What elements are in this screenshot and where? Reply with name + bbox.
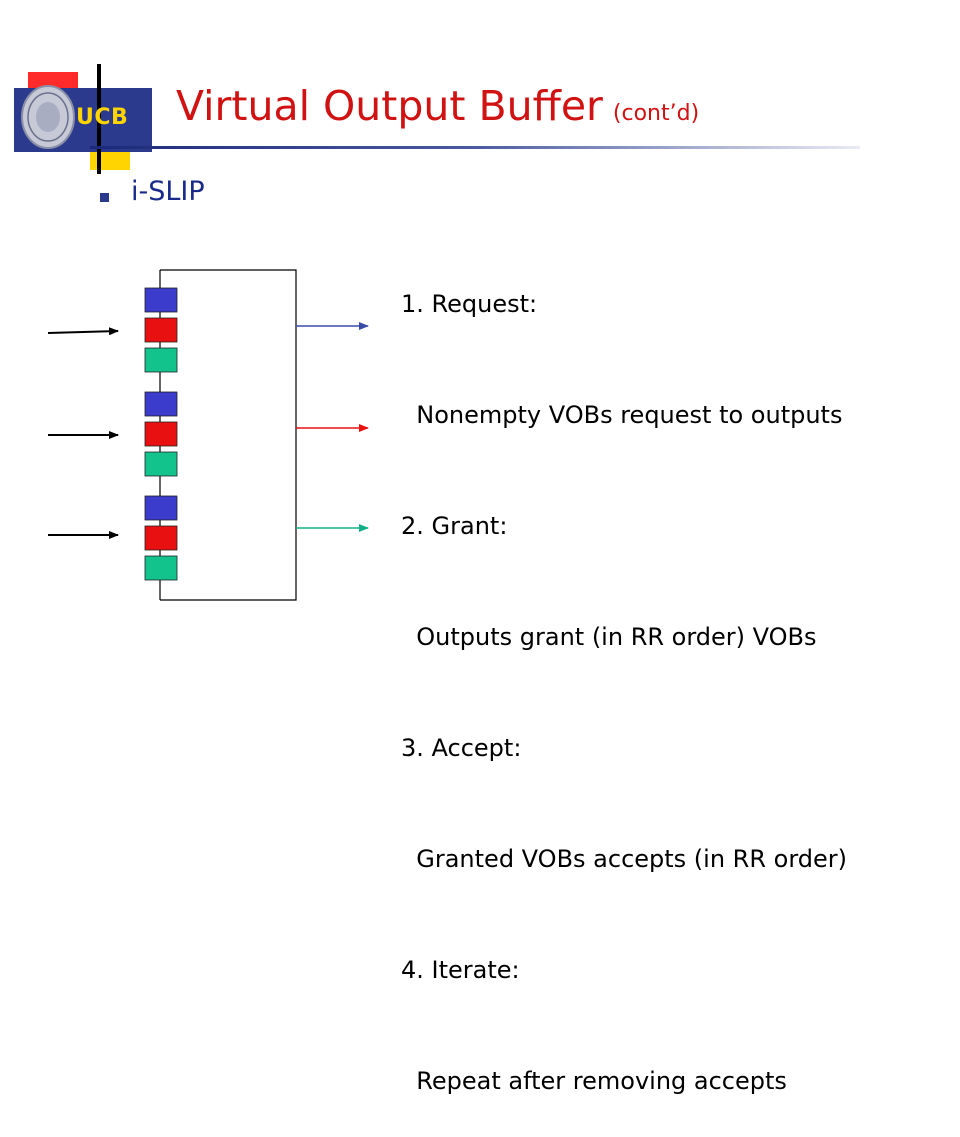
voq-input2-output2 xyxy=(144,421,178,447)
voq-input1-output3 xyxy=(144,347,178,373)
slide-title: Virtual Output Buffer (cont’d) xyxy=(176,82,699,130)
bullet-text: i-SLIP xyxy=(131,176,205,207)
logo-vertical-line xyxy=(97,64,101,174)
step-line: 4. Iterate: xyxy=(401,956,520,984)
input-arrow-1 xyxy=(47,327,119,336)
step-line: 3. Accept: xyxy=(401,734,522,762)
logo-text: UCB xyxy=(76,105,129,130)
voq-input1-output2 xyxy=(144,317,178,343)
step-line: Repeat after removing accepts xyxy=(401,1067,787,1095)
voq-input3-output1 xyxy=(144,495,178,521)
title-sub: (cont’d) xyxy=(612,101,700,126)
step-line: Outputs grant (in RR order) VOBs xyxy=(401,623,817,651)
step-line: 1. Request: xyxy=(401,290,538,318)
voq-input2-output3 xyxy=(144,451,178,477)
step-line: 2. Grant: xyxy=(401,512,508,540)
voq-input2-output1 xyxy=(144,391,178,417)
voq-input3-output2 xyxy=(144,525,178,551)
bullet-marker xyxy=(100,193,109,202)
voq-input3-output3 xyxy=(144,555,178,581)
step-line: Granted VOBs accepts (in RR order) xyxy=(401,845,848,873)
switch-fabric-frame xyxy=(160,269,297,601)
voq-input1-output1 xyxy=(144,287,178,313)
title-main: Virtual Output Buffer xyxy=(176,82,603,130)
title-underline xyxy=(90,146,860,149)
islip-diagram xyxy=(47,269,369,601)
step-line: Nonempty VOBs request to outputs xyxy=(401,401,843,429)
university-seal-icon xyxy=(21,85,75,149)
